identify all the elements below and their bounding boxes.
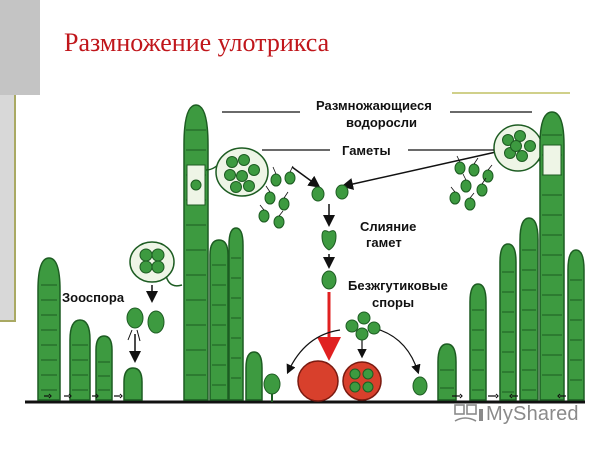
gametes-cluster <box>258 165 296 229</box>
myshared-watermark: MyShared <box>452 400 579 428</box>
germinating-zygote <box>342 361 382 401</box>
slide-decoration-line <box>14 95 16 320</box>
label-zoospore: Зооспора <box>62 290 125 305</box>
substrate-arrows <box>44 393 566 399</box>
myshared-logo-icon <box>454 404 483 422</box>
algae-filament <box>209 239 229 401</box>
spores-release-arrow <box>379 329 421 375</box>
gametes-cluster <box>449 155 494 211</box>
gamete-pair <box>311 184 349 202</box>
algae-filament <box>539 111 565 401</box>
slide-decoration-bar <box>0 0 40 95</box>
algae-filament <box>95 335 113 401</box>
slide-title: Размножение улотрикса <box>64 28 330 57</box>
zoospore-cells <box>126 307 165 342</box>
algae-filament <box>69 319 91 401</box>
algae-filament <box>123 367 143 401</box>
algae-filament <box>37 257 61 401</box>
germinating-spore <box>263 373 281 402</box>
algae-filament <box>183 104 209 401</box>
slide-decoration-panel <box>0 95 14 320</box>
algae-filament <box>437 343 457 401</box>
spores-release-arrow <box>286 329 341 375</box>
fusing-gametes <box>321 230 337 251</box>
algae-filament <box>499 243 517 401</box>
slide-decoration-line <box>452 92 570 94</box>
algae-filament <box>469 283 487 401</box>
label-fusion: Слияние <box>360 219 416 234</box>
watermark-text: MyShared <box>486 402 579 425</box>
label-aflagellate-spores: споры <box>372 295 414 310</box>
gametangium <box>493 124 543 172</box>
gametes-arrow-right <box>341 151 497 190</box>
algae-filament <box>567 249 585 401</box>
slide-decoration-line <box>0 320 16 322</box>
germinating-spore <box>412 376 428 396</box>
label-gametes: Гаметы <box>342 143 391 158</box>
aflagellate-spores <box>345 311 381 341</box>
algae-filament <box>519 217 539 401</box>
algae-filament <box>245 351 263 401</box>
label-aflagellate-spores: Безжгутиковые <box>348 278 448 293</box>
algae-filament <box>228 227 244 401</box>
label-fusion: гамет <box>366 235 402 250</box>
label-reproducing-algae: Размножающиеся <box>316 98 432 113</box>
zoosporangium <box>129 241 183 287</box>
zygote <box>321 270 337 290</box>
label-reproducing-algae: водоросли <box>346 115 417 130</box>
resting-zygote <box>297 360 339 402</box>
gametangium <box>205 147 269 197</box>
gametes-arrow-left <box>291 166 321 188</box>
